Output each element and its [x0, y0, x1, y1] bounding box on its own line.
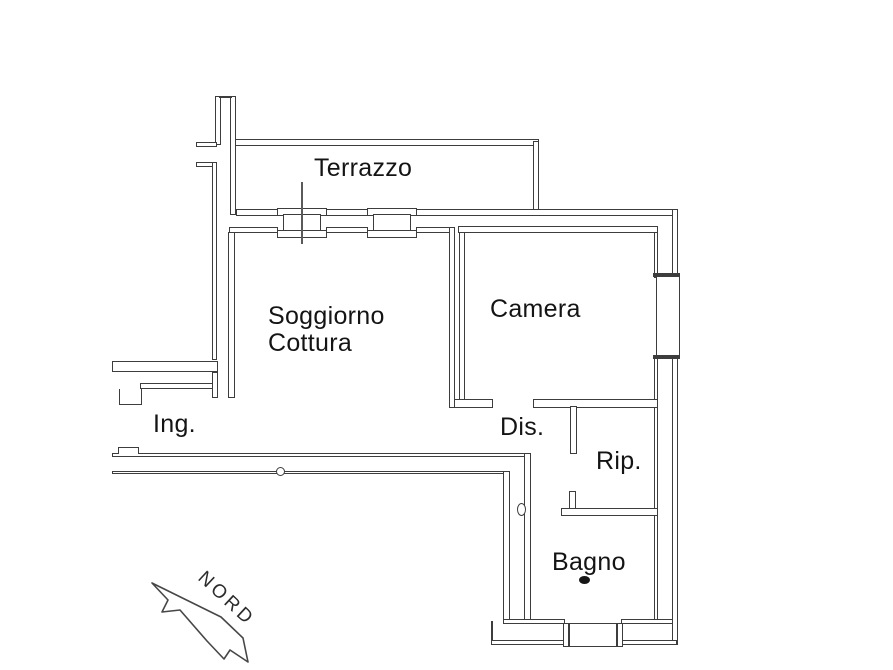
drain-symbol	[579, 576, 590, 584]
room-label-ripostiglio: Rip.	[596, 447, 642, 475]
wall-segment	[503, 471, 510, 622]
room-label-terrazzo: Terrazzo	[314, 154, 413, 182]
room-label-disimpegno: Dis.	[500, 413, 545, 441]
wall-segment	[112, 471, 506, 474]
room-label-camera: Camera	[490, 295, 581, 323]
door-hinge-symbol	[276, 467, 285, 476]
wall-segment	[654, 513, 658, 622]
room-label-ingresso: Ing.	[153, 410, 196, 438]
wall-segment	[570, 406, 577, 454]
window-symbol	[367, 230, 417, 238]
wall-segment	[459, 232, 465, 403]
wall-segment	[449, 227, 455, 408]
north-compass-arrow: NORD	[151, 567, 259, 663]
wall-segment	[326, 227, 368, 233]
room-label-bagno: Bagno	[552, 548, 626, 576]
wall-segment	[229, 227, 278, 233]
wall-segment	[503, 619, 565, 624]
entry-door-recess	[119, 389, 142, 405]
wall-segment	[672, 355, 678, 645]
wall-segment	[326, 209, 368, 216]
wall-segment	[140, 383, 215, 389]
wall-segment	[118, 447, 139, 454]
wall-segment	[524, 453, 531, 622]
window-symbol	[656, 275, 680, 358]
wall-segment	[654, 407, 658, 510]
room-label-soggiorno-cottura: Soggiorno Cottura	[268, 303, 385, 357]
wall-segment	[533, 141, 539, 215]
wall-segment	[533, 399, 658, 408]
section-line	[301, 182, 303, 244]
wall-segment	[235, 139, 539, 146]
room-label-line2: Cottura	[268, 329, 353, 357]
wall-segment	[112, 361, 218, 372]
wall-segment	[228, 232, 235, 398]
wall-segment	[219, 96, 232, 98]
wall-segment	[458, 226, 658, 233]
wall-segment	[561, 508, 658, 516]
wall-segment	[654, 232, 658, 278]
wall-segment	[621, 619, 673, 624]
window-symbol	[568, 623, 570, 647]
wall-segment	[416, 209, 678, 216]
door-hinge-symbol	[517, 503, 526, 516]
window-symbol	[616, 623, 618, 647]
wall-segment	[672, 209, 678, 279]
compass-arrow-shape	[151, 582, 249, 663]
wall-segment	[654, 355, 658, 403]
window-symbol	[653, 355, 680, 359]
room-label-line1: Soggiorno	[268, 302, 385, 330]
window-symbol	[563, 623, 623, 647]
wall-segment	[215, 96, 221, 145]
wall-segment	[236, 209, 278, 216]
wall-segment	[196, 142, 217, 147]
wall-segment	[212, 162, 217, 360]
wall-segment	[449, 399, 493, 408]
window-symbol	[653, 273, 680, 277]
wall-segment	[112, 453, 528, 457]
wall-segment	[230, 96, 236, 215]
wall-segment	[212, 372, 218, 398]
wall-segment	[491, 621, 493, 641]
